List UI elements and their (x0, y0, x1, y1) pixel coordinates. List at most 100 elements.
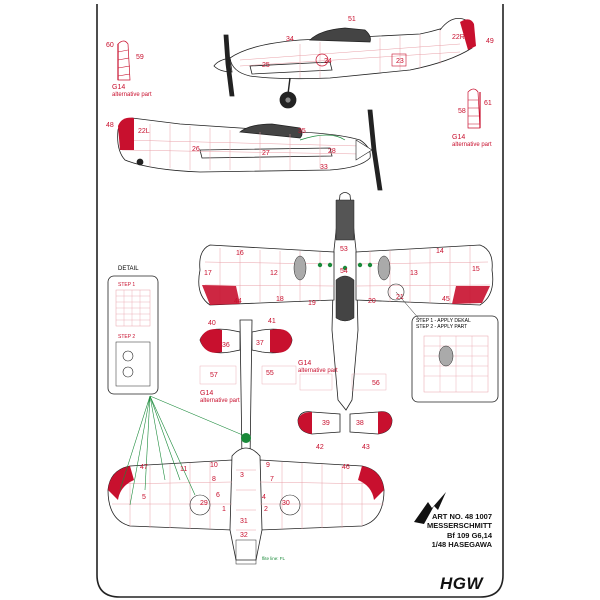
part-label: 11 (180, 466, 188, 473)
part-label: 58 (458, 108, 466, 115)
part-label: 5 (142, 494, 146, 501)
eagle-icon (414, 492, 446, 524)
part-label: 1 (222, 506, 226, 513)
underside-tip-left-red (108, 466, 134, 500)
scale-kit: 1/48 HASEGAWA (431, 540, 492, 550)
part-label: 6 (216, 492, 220, 499)
part-label: 41 (268, 318, 276, 325)
marking-24-circle (315, 53, 329, 67)
part-label: 31 (240, 518, 248, 525)
part-label: 59 (136, 54, 144, 61)
part-label: 42 (316, 444, 324, 451)
wing-tip-left-red (202, 285, 240, 305)
step-note: STEP 1 - APPLY DEKAL STEP 2 - APPLY PART (416, 318, 471, 331)
title-block: ART NO. 48 1007 MESSERSCHMITT Bf 109 G6,… (396, 512, 492, 550)
part-label: 46 (342, 464, 350, 471)
part-label: 33 (320, 164, 328, 171)
marking-23-box (391, 53, 407, 67)
top-view-panels (204, 246, 491, 304)
part-label: 27 (262, 150, 270, 157)
part-label: 8 (212, 476, 216, 483)
alt-small-panels (199, 365, 387, 391)
part-label: 26 (192, 146, 200, 153)
part-label: 19 (308, 300, 316, 307)
part-label: 34 (286, 36, 294, 43)
part-label: 17 (204, 270, 212, 277)
part-label: 49 (486, 38, 494, 45)
rudder-right-red (460, 19, 476, 50)
part-label: 20 (368, 298, 376, 305)
part-label: 43 (362, 444, 370, 451)
part-label: 25 (262, 62, 270, 69)
part-label: 40 (208, 320, 216, 327)
detail-box (107, 275, 159, 395)
part-label: 4 (262, 494, 266, 501)
part-label: 28 (328, 148, 336, 155)
part-label: 18 (276, 296, 284, 303)
part-label: 54 (340, 268, 348, 275)
part-label: 24 (324, 58, 332, 65)
part-label: 2 (264, 506, 268, 513)
part-label: 15 (472, 266, 480, 273)
part-label: 22R (452, 34, 465, 41)
stab-red-right (378, 411, 392, 434)
part-label: 44 (234, 298, 242, 305)
part-label: 45 (442, 296, 450, 303)
part-label: 16 (236, 250, 244, 257)
art-number: ART NO. 48 1007 (431, 512, 492, 521)
side-view-right (213, 17, 473, 109)
side-view-left (117, 109, 383, 191)
top-view-engine (335, 199, 355, 241)
part-label: 60 (106, 42, 114, 49)
step-box (411, 315, 499, 403)
detail-step2-label: STEP 2 (118, 334, 136, 340)
brand-logo: HGW (440, 574, 484, 593)
part-label: 3 (240, 472, 244, 479)
part-label: 30 (282, 500, 290, 507)
spinner-left-red (355, 139, 373, 161)
side-view-left-panels (121, 124, 361, 170)
green-leader-side (299, 134, 346, 141)
rudder-left-red (118, 117, 134, 150)
underside-panels (111, 462, 384, 531)
part-label: 7 (270, 476, 274, 483)
part-label: 29 (200, 500, 208, 507)
wing-tip-right-red (452, 286, 490, 304)
part-label: 53 (340, 246, 348, 253)
sheet-border (96, 4, 504, 598)
part-label: 13 (410, 270, 418, 277)
part-label: 56 (372, 380, 380, 387)
part-label: 12 (270, 270, 278, 277)
flite-line-note: flite line: FL (262, 556, 286, 561)
part-label: 14 (436, 248, 444, 255)
part-label: 37 (256, 340, 264, 347)
side-view-right-panels (239, 30, 461, 78)
part-label: 61 (484, 100, 492, 107)
detail-step1-label: STEP 1 (118, 282, 136, 288)
part-label: 23 (396, 58, 404, 65)
stab-red-left (298, 412, 312, 434)
model-name: Bf 109 G6,14 (446, 530, 492, 540)
part-label: 47 (140, 464, 148, 471)
part-label: 51 (348, 16, 356, 23)
part-label: 22L (138, 128, 150, 135)
part-label: 10 (210, 462, 218, 469)
maker-name: MESSERSCHMITT (426, 521, 492, 531)
part-label: 21 (396, 294, 404, 301)
part-label: 55 (266, 370, 274, 377)
part-label: 36 (222, 342, 230, 349)
part-label: 9 (266, 462, 270, 469)
underside-tip-right-red (358, 466, 384, 500)
part-label: 35 (298, 128, 306, 135)
part-label: 32 (240, 532, 248, 539)
top-view-cockpit (335, 275, 355, 322)
part-label: 39 (322, 420, 330, 427)
part-label: 48 (106, 122, 114, 129)
detail-heading: DETAIL (118, 266, 139, 272)
part-label: 57 (210, 372, 218, 379)
